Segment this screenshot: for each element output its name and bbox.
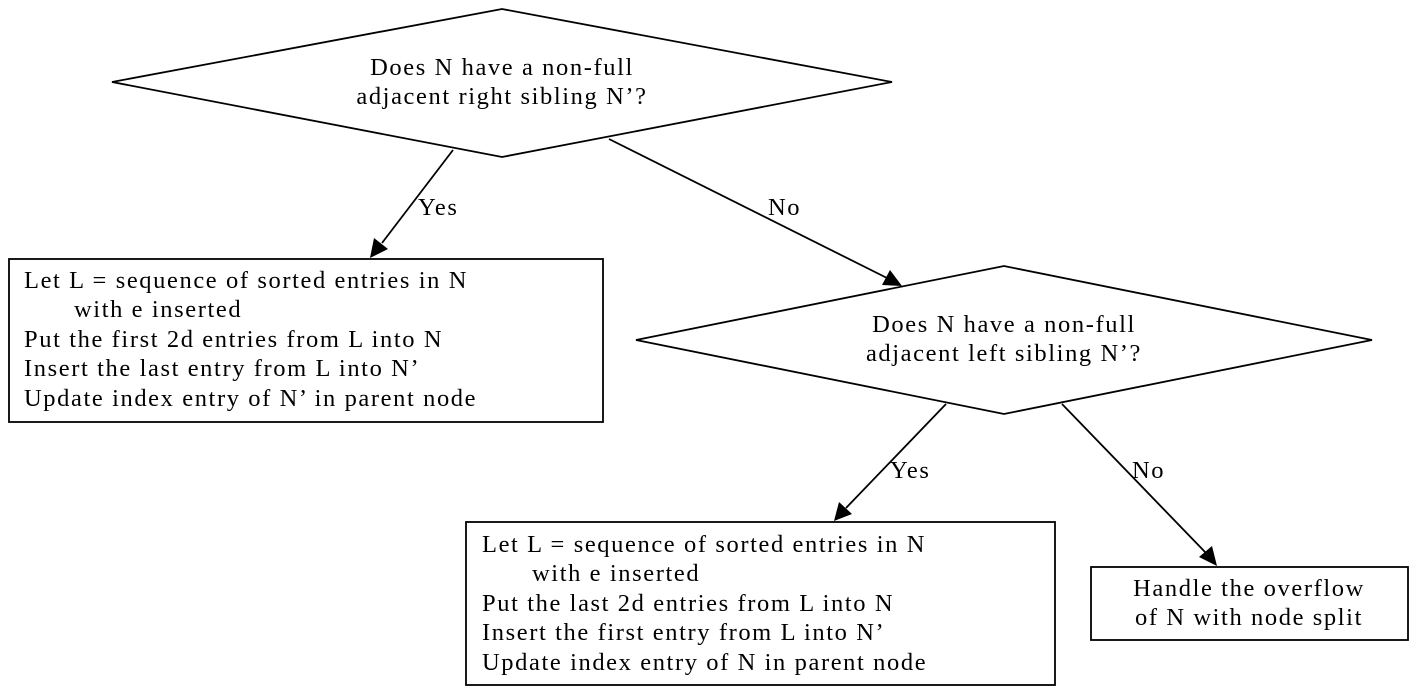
decision-right-sibling: Does N have a non-full adjacent right si… <box>111 8 893 158</box>
process-box-left-sibling: Let L = sequence of sorted entries in N … <box>465 521 1056 686</box>
process-box-right-sibling: Let L = sequence of sorted entries in N … <box>8 258 604 423</box>
decision-left-line1: Does N have a non-full <box>872 311 1136 338</box>
box-split-line1: Handle the overflow <box>1133 575 1365 602</box>
box-left-line2: with e inserted <box>532 560 700 587</box>
edge-left-no <box>1061 403 1217 566</box>
edge-label-right-no: No <box>768 194 801 221</box>
box-split-line2: of N with node split <box>1135 604 1363 631</box>
decision-left-line2: adjacent left sibling N’? <box>866 340 1142 367</box>
decision-right-line2: adjacent right sibling N’? <box>356 83 647 110</box>
arrowhead-icon <box>882 270 902 286</box>
box-right-line2: with e inserted <box>74 296 242 323</box>
process-box-node-split: Handle the overflow of N with node split <box>1090 566 1409 641</box>
box-left-line5: Update index entry of N in parent node <box>482 649 927 676</box>
edge-right-no <box>608 138 902 286</box>
decision-right-line1: Does N have a non-full <box>370 54 634 81</box>
edge-label-right-yes: Yes <box>418 194 458 221</box>
edge-left-yes <box>834 403 947 521</box>
box-left-line4: Insert the first entry from L into N’ <box>482 619 885 646</box>
box-right-line4: Insert the last entry from L into N’ <box>24 355 420 382</box>
arrowhead-icon <box>1199 546 1217 566</box>
box-right-line3: Put the first 2d entries from L into N <box>24 326 443 353</box>
box-right-line5: Update index entry of N’ in parent node <box>24 385 477 412</box>
edge-right-yes <box>370 149 454 258</box>
arrowhead-icon <box>370 238 388 258</box>
edge-label-left-yes: Yes <box>890 457 930 484</box>
decision-left-sibling: Does N have a non-full adjacent left sib… <box>635 265 1373 415</box>
edge-label-left-no: No <box>1132 457 1165 484</box>
box-left-line3: Put the last 2d entries from L into N <box>482 590 894 617</box>
box-left-line1: Let L = sequence of sorted entries in N <box>482 531 926 558</box>
box-right-line1: Let L = sequence of sorted entries in N <box>24 267 468 294</box>
arrowhead-icon <box>834 502 852 521</box>
